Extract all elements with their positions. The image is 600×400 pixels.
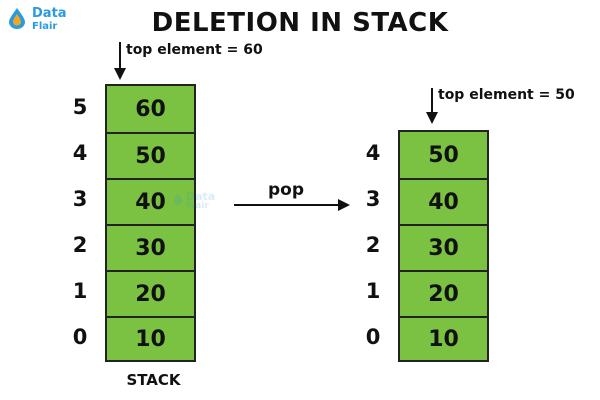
left-top-arrow — [114, 42, 126, 80]
left-stack-index: 3 — [72, 187, 88, 211]
right-stack-index: 3 — [365, 187, 381, 211]
left-stack-cell: 40 — [107, 178, 194, 224]
right-stack-cell: 50 — [428, 142, 459, 168]
left-top-label: top element = 60 — [126, 42, 263, 58]
left-stack-cell: 20 — [107, 270, 194, 316]
left-stack-index: 5 — [72, 95, 88, 119]
left-stack-index: 1 — [72, 279, 88, 303]
left-stack: 60 50 40 30 20 10 — [105, 84, 196, 362]
operation-label: pop — [268, 180, 305, 200]
left-stack-index: 2 — [72, 233, 88, 257]
right-stack-cell: 30 — [400, 224, 487, 270]
right-stack: 50 40 30 20 10 — [398, 130, 489, 362]
logo-text-line1: Data — [32, 6, 67, 21]
watermark-drop-icon — [173, 193, 183, 205]
right-stack-cell: 20 — [400, 270, 487, 316]
logo-drop-icon — [9, 8, 25, 29]
right-stack-index: 1 — [365, 279, 381, 303]
left-stack-cell: 10 — [107, 316, 194, 360]
watermark-text-line1: Data — [186, 190, 216, 203]
right-stack-index: 0 — [365, 325, 381, 349]
page-title: DELETION IN STACK — [151, 8, 449, 38]
watermark-text-line2: Flair — [186, 201, 209, 211]
left-stack-index: 0 — [72, 325, 88, 349]
right-stack-index: 2 — [365, 233, 381, 257]
left-stack-cell: 30 — [107, 224, 194, 270]
left-stack-cell: 60 — [135, 96, 166, 122]
right-top-arrow — [426, 88, 438, 124]
pop-arrow — [234, 199, 350, 211]
brand-logo: Data Flair — [6, 5, 67, 35]
right-stack-cell: 10 — [400, 316, 487, 360]
left-stack-index: 4 — [72, 141, 88, 165]
left-stack-cell: 50 — [107, 132, 194, 178]
logo-text-line2: Flair — [32, 21, 58, 32]
watermark-logo: Data Flair — [172, 190, 222, 214]
stack-caption: STACK — [126, 371, 181, 389]
right-stack-cell: 40 — [400, 178, 487, 224]
right-top-label: top element = 50 — [438, 87, 575, 103]
right-stack-index: 4 — [365, 141, 381, 165]
